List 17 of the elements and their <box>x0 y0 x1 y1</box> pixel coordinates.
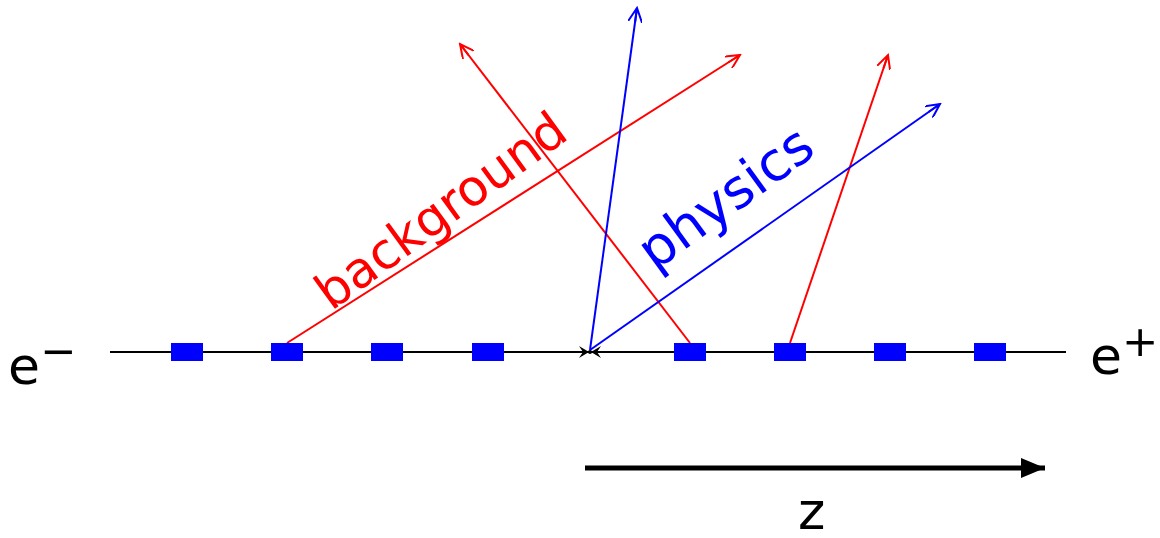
particle-bunch <box>371 343 403 361</box>
particle-bunch <box>271 343 303 361</box>
axis-label: z <box>798 485 826 537</box>
beam-label: e$^{−}$ <box>8 330 77 393</box>
beam-label: e$^{+}$ <box>1090 320 1159 383</box>
interaction-point <box>588 350 592 354</box>
particle-bunch <box>974 343 1006 361</box>
particle-bunch <box>874 343 906 361</box>
particle-bunch <box>472 343 504 361</box>
track-arrow <box>459 43 691 344</box>
particle-bunch <box>774 343 806 361</box>
particle-bunch <box>674 343 706 361</box>
track-arrow <box>589 7 644 351</box>
particle-bunch <box>171 343 203 361</box>
track-arrow <box>286 54 741 344</box>
track-arrow <box>789 54 892 344</box>
track-arrow <box>589 103 941 351</box>
